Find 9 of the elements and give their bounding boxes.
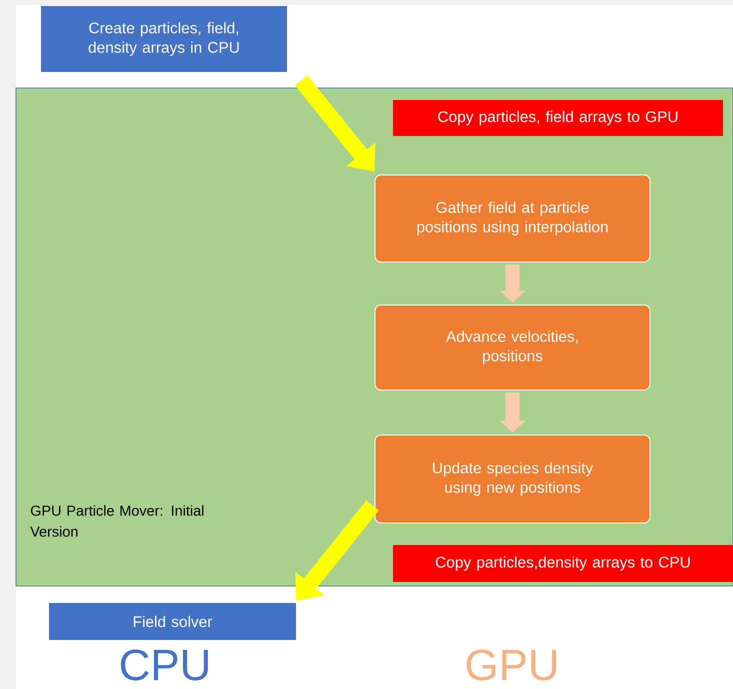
panel-title: GPU Particle Mover: Initial Version <box>30 505 204 537</box>
gpu-label: GPU <box>466 649 556 680</box>
process-box: Create particles, field, density arrays in CPU <box>41 6 287 72</box>
banner: Copy particles,density arrays to CPU <box>393 545 733 582</box>
step-box: Gather field at particle positions using interpolation <box>374 174 650 262</box>
banner: Copy particles, field arrays to GPU <box>393 100 723 136</box>
step-box: Advance velocities, positions <box>374 304 650 390</box>
step-box: Update species density using new positions <box>374 434 650 524</box>
process-box: Field solver <box>49 603 296 640</box>
